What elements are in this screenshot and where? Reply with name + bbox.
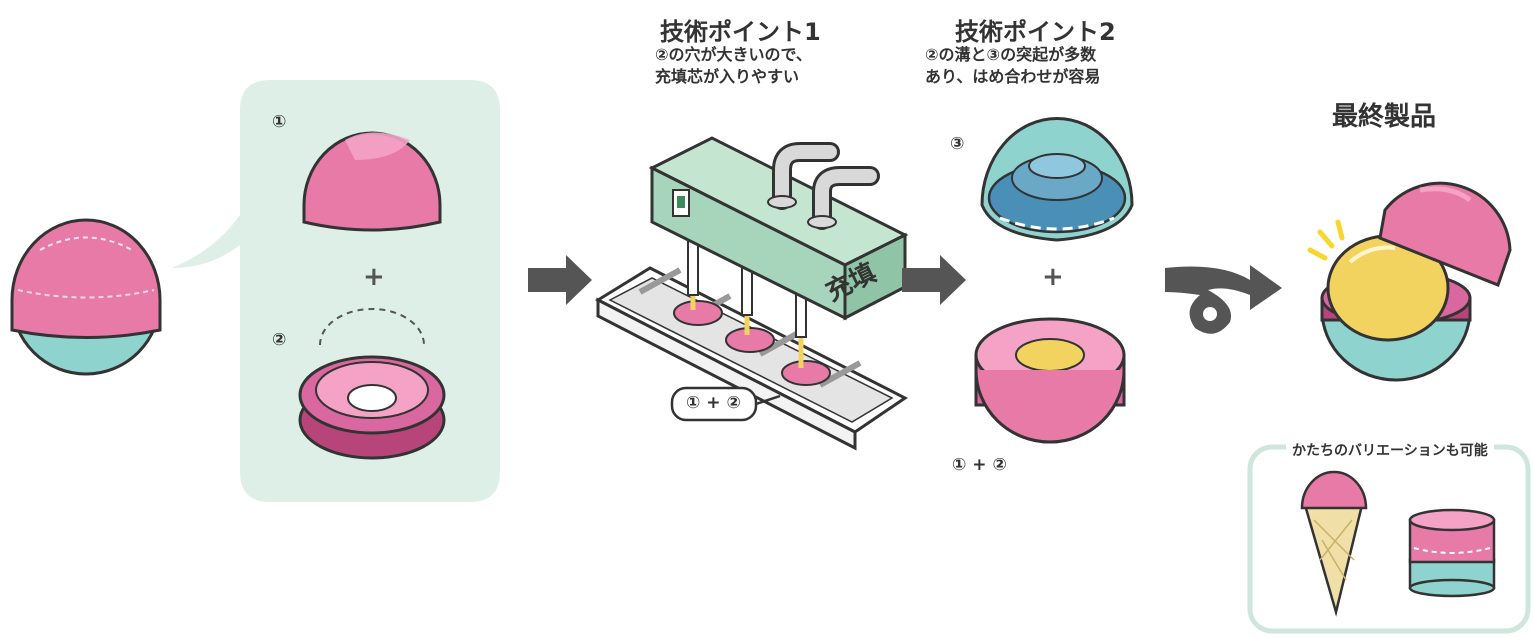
tech-point-1-line2: 充填芯が入りやすい	[655, 67, 800, 86]
part1-label: ①	[272, 112, 287, 132]
filling-machine	[594, 136, 909, 451]
tech-point-2-line1: ②の溝と③の突起が多数	[925, 45, 1097, 64]
variation-box	[1247, 444, 1531, 634]
plus-sign-panel: +	[363, 262, 385, 292]
part1-dome	[302, 131, 442, 232]
part2-ring	[298, 308, 446, 460]
part3-label: ③	[950, 134, 965, 154]
variation-caption: かたちのバリエーションも可能	[1286, 440, 1494, 460]
tech-point-1-heading: 技術ポイント1	[660, 18, 821, 46]
assembled-ball	[974, 317, 1126, 444]
tech-point-1-line1: ②の穴が大きいので、	[655, 45, 812, 64]
arrow-1	[528, 255, 592, 305]
arrow-2	[902, 255, 966, 305]
tech-point-2-heading: 技術ポイント2	[955, 18, 1116, 46]
final-product-heading: 最終製品	[1332, 102, 1437, 132]
part2-label: ②	[272, 330, 287, 350]
plus-sign-assembly: +	[1042, 262, 1064, 292]
combo-label-machine: ① + ②	[686, 393, 741, 413]
combo-label-assembly: ① + ②	[952, 455, 1007, 475]
twist-arrow	[1165, 265, 1282, 334]
final-product	[1307, 181, 1512, 382]
closed-capsule	[10, 218, 162, 376]
part3-cap	[980, 116, 1134, 242]
tech-point-2-line2: あり、はめ合わせが容易	[925, 67, 1101, 86]
combo-label-box	[670, 386, 781, 422]
